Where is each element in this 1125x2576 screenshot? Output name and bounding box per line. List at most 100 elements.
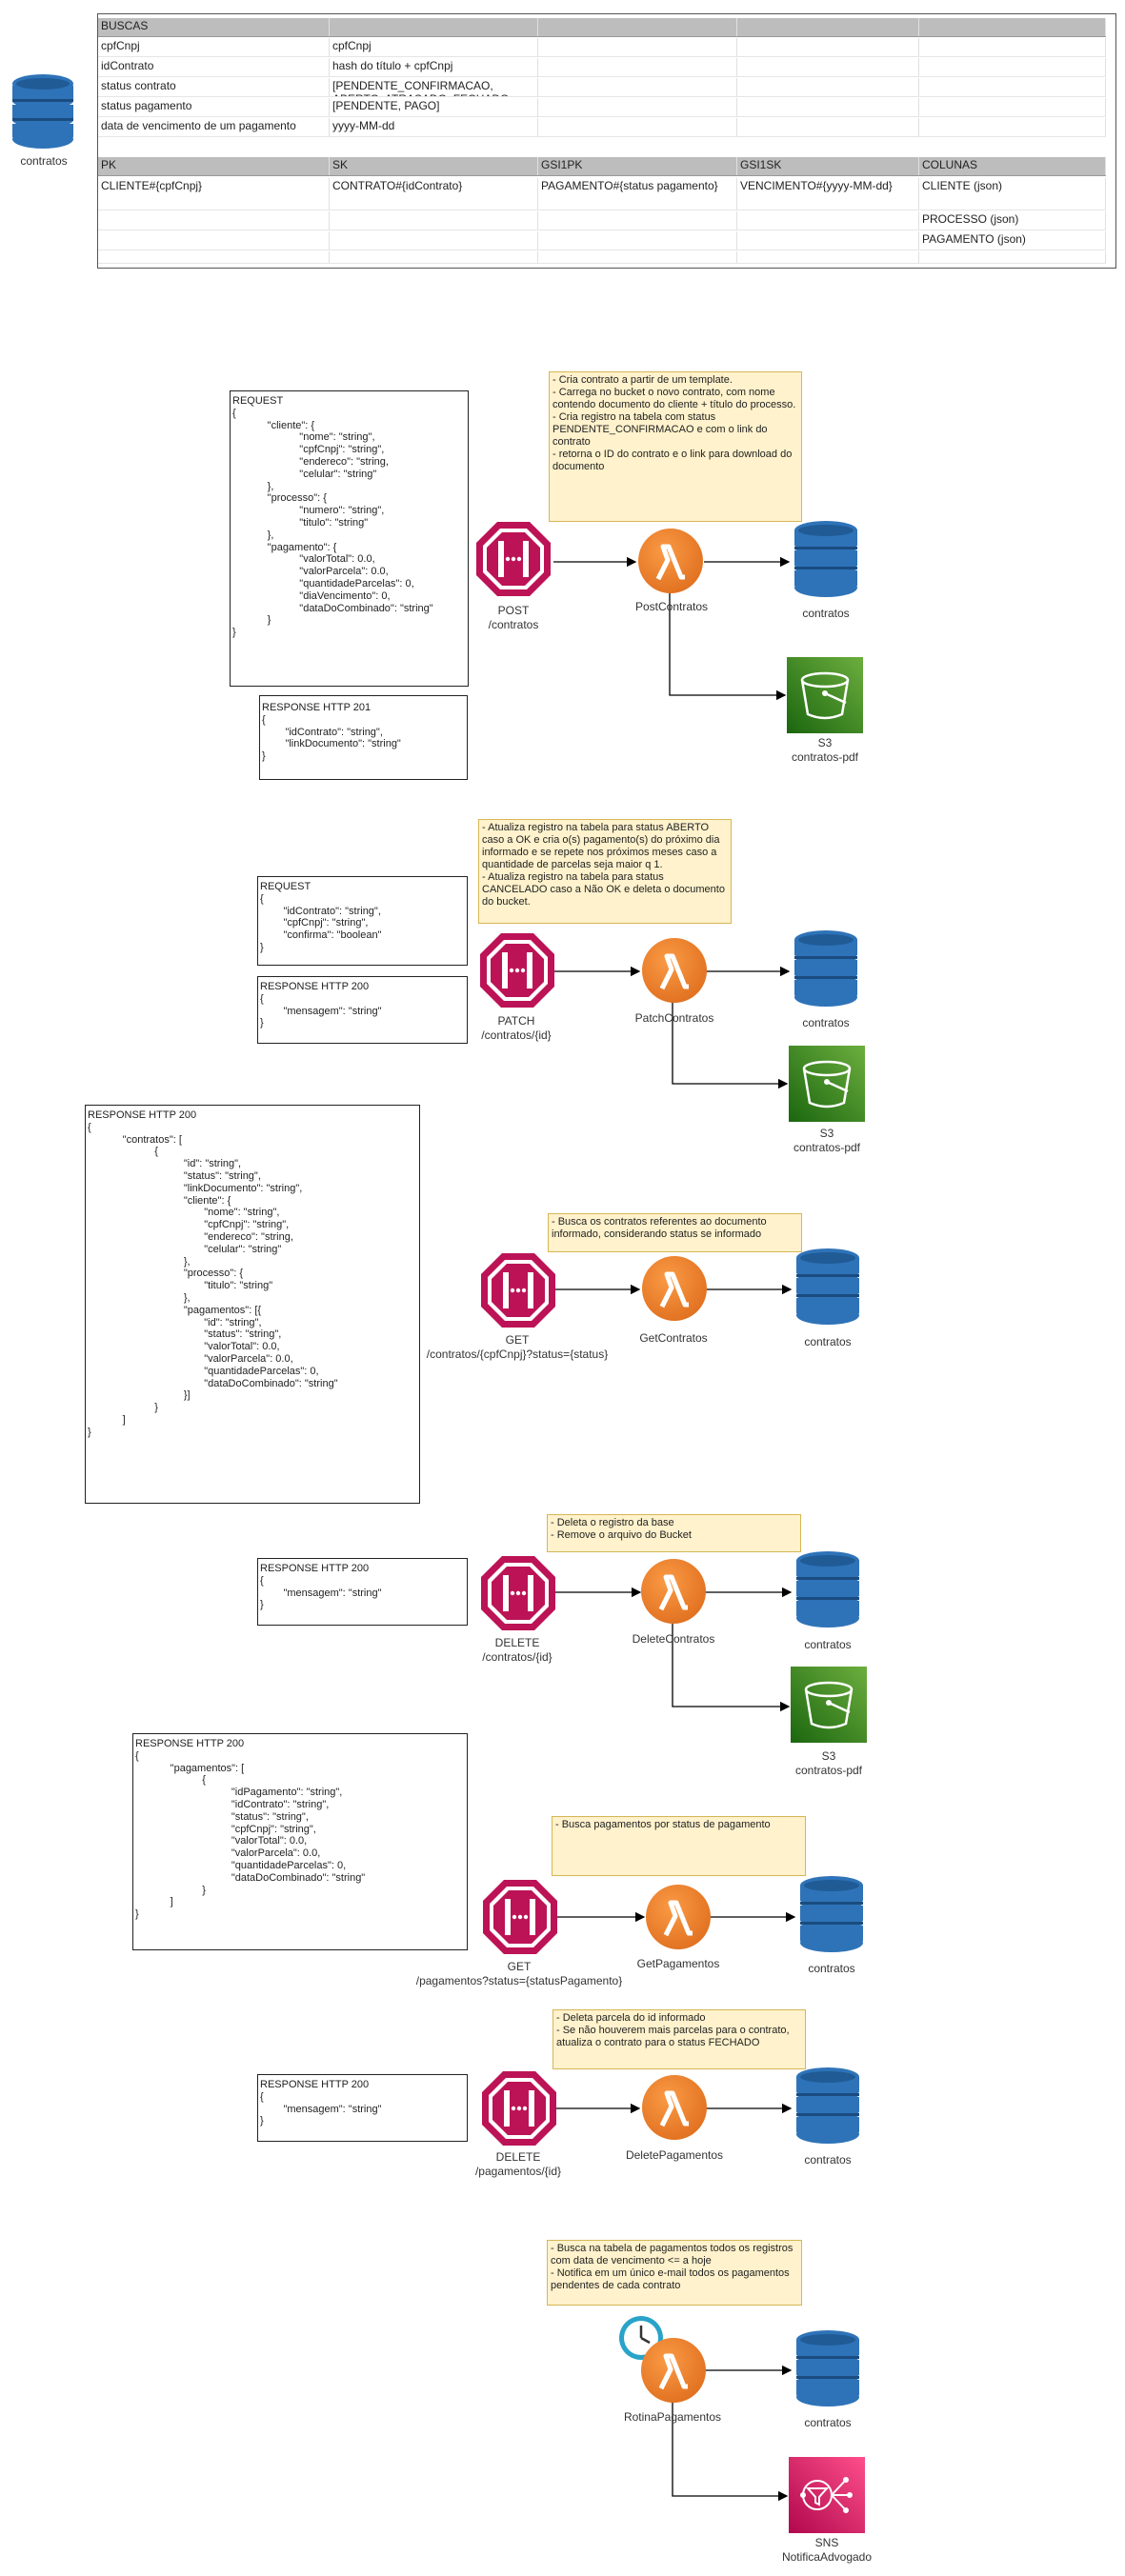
table-row: PAGAMENTO (json) [98,231,1106,250]
table-cell: [PENDENTE, PAGO] [330,98,538,116]
table-cell [919,98,1106,116]
get-pagamentos-gateway-label: GET /pagamentos?status={statusPagamento} [415,1960,623,1987]
table-cell: PAGAMENTO (json) [919,231,1106,250]
dynamodb-icon [793,2066,863,2147]
rotina-note: - Busca na tabela de pagamentos todos os… [547,2240,802,2306]
table-cell: status contrato [98,78,330,96]
table-cell [737,118,919,136]
get-contratos-gateway-label: GET /contratos/{cpfCnpj}?status={status} [426,1333,609,1361]
table-cell: cpfCnpj [98,38,330,56]
top-db-label: contratos [20,154,68,168]
get-contratos-note: - Busca os contratos referentes ao docum… [548,1213,802,1252]
table-cell [919,38,1106,56]
table-cell: hash do título + cpfCnpj [330,58,538,76]
delete-pagamentos-gateway-label: DELETE /pagamentos/{id} [474,2150,562,2178]
delete-pagamentos-lambda-label: DeletePagamentos [625,2148,724,2162]
table-cell [737,251,919,263]
table-cell [737,58,919,76]
table-cell [919,78,1106,96]
delete-contratos-db-label: contratos [804,1638,852,1651]
table-cell: GSI1SK [737,157,919,175]
table-header-row: BUSCAS [98,18,1106,37]
dynamodb-icon [9,72,77,152]
table-cell: CLIENTE (json) [919,178,1106,210]
table-cell [538,211,737,230]
table-row: CLIENTE#{cpfCnpj}CONTRATO#{idContrato}PA… [98,178,1106,210]
dynamodb-icon [793,1549,863,1631]
table-cell: GSI1PK [538,157,737,175]
get-pagamentos-lambda-label: GetPagamentos [636,1957,720,1970]
rotina-sns-label: SNS NotificaAdvogado [781,2536,873,2564]
table-cell [538,18,737,36]
table-cell [98,231,330,250]
delete-contratos-s3-label: S3 contratos-pdf [794,1749,863,1777]
table-cell: PROCESSO (json) [919,211,1106,230]
dynamodb-icon [791,929,861,1010]
table-cell [538,118,737,136]
table-cell: PK [98,157,330,175]
post-gateway-label: POST /contratos [488,604,539,631]
patch-lambda-label: PatchContratos [634,1011,714,1025]
get-contratos-lambda-label: GetContratos [639,1331,708,1345]
patch-db-label: contratos [802,1016,850,1029]
table-cell [737,78,919,96]
lambda-icon [645,1884,712,1950]
table-cell [737,211,919,230]
dynamodb-icon [791,519,861,601]
s3-bucket-icon [791,1667,867,1743]
table-cell [919,118,1106,136]
table-cell: cpfCnpj [330,38,538,56]
post-db-label: contratos [802,607,850,620]
table-cell: SK [330,157,538,175]
table-cell: CLIENTE#{cpfCnpj} [98,178,330,210]
delete-contratos-lambda-label: DeleteContratos [632,1632,715,1646]
post-lambda-label: PostContratos [634,600,709,613]
table-row: status pagamento[PENDENTE, PAGO] [98,98,1106,117]
rotina-lambda-label: RotinaPagamentos [623,2410,722,2424]
table-cell [919,18,1106,36]
table-cell: [PENDENTE_CONFIRMACAO, ABERTO, ATRASADO,… [330,78,538,96]
lambda-icon [641,937,708,1004]
table-cell: COLUNAS [919,157,1106,175]
patch-s3-label: S3 contratos-pdf [793,1127,861,1154]
table-cell [737,38,919,56]
table-cell [538,58,737,76]
table-cell [538,78,737,96]
dynamodb-icon [793,1247,863,1328]
api-gateway-icon [480,2069,558,2147]
patch-gateway-label: PATCH /contratos/{id} [481,1014,552,1042]
table-cell [538,98,737,116]
delete-pagamentos-db-label: contratos [804,2153,852,2167]
get-pagamentos-db-label: contratos [808,1962,855,1975]
api-gateway-icon [474,520,552,598]
post-note: - Cria contrato a partir de um template.… [549,371,802,522]
patch-request-box: REQUEST { "idContrato": "string", "cpfCn… [257,876,468,966]
dynamodb-icon [796,1874,867,1956]
api-gateway-icon [479,1554,557,1632]
delete-pagamentos-note: - Deleta parcela do id informado - Se nã… [552,2009,806,2069]
table-cell: idContrato [98,58,330,76]
table-cell: yyyy-MM-dd [330,118,538,136]
table-cell [98,211,330,230]
lambda-icon [640,1558,707,1625]
table-cell [737,98,919,116]
patch-response-box: RESPONSE HTTP 200 { "mensagem": "string"… [257,976,468,1044]
get-pagamentos-note: - Busca pagamentos por status de pagamen… [552,1816,806,1876]
lambda-icon [641,1255,708,1322]
table-cell [538,251,737,263]
table-cell [538,231,737,250]
dynamodb-icon [793,2328,863,2410]
table-cell [330,211,538,230]
lambda-icon [637,528,704,594]
delete-contratos-note: - Deleta o registro da base - Remove o a… [547,1514,801,1552]
post-response-box: RESPONSE HTTP 201 { "idContrato": "strin… [259,695,468,780]
table-row: status contrato [PENDENTE_CONFIRMACAO, A… [98,78,1106,97]
s3-bucket-icon [787,657,863,733]
table-cell [330,18,538,36]
api-gateway-icon [481,1878,559,1956]
table-cell: PAGAMENTO#{status pagamento} [538,178,737,210]
